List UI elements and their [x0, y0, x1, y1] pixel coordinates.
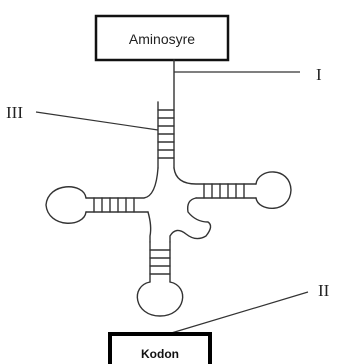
anticodon-loop: [136, 281, 184, 317]
d-arm: [45, 167, 159, 243]
t-arm: [173, 167, 292, 210]
leader-line-iii: [35, 111, 159, 131]
codon-box: Kodon: [108, 332, 212, 364]
label-i: I: [316, 65, 322, 84]
variable-loop: [169, 197, 212, 243]
label-ii: II: [318, 281, 330, 300]
leader-line-ii: [167, 291, 309, 335]
acceptor-stem-base-pairs: [157, 109, 175, 159]
trna-molecule: [45, 59, 292, 317]
codon-label: Kodon: [141, 347, 179, 361]
amino-acid-label: Aminosyre: [129, 31, 195, 47]
label-leaders: [35, 71, 309, 335]
amino-acid-box: Aminosyre: [94, 14, 230, 62]
anticodon-arm: [136, 241, 184, 317]
label-iii: III: [6, 103, 23, 122]
